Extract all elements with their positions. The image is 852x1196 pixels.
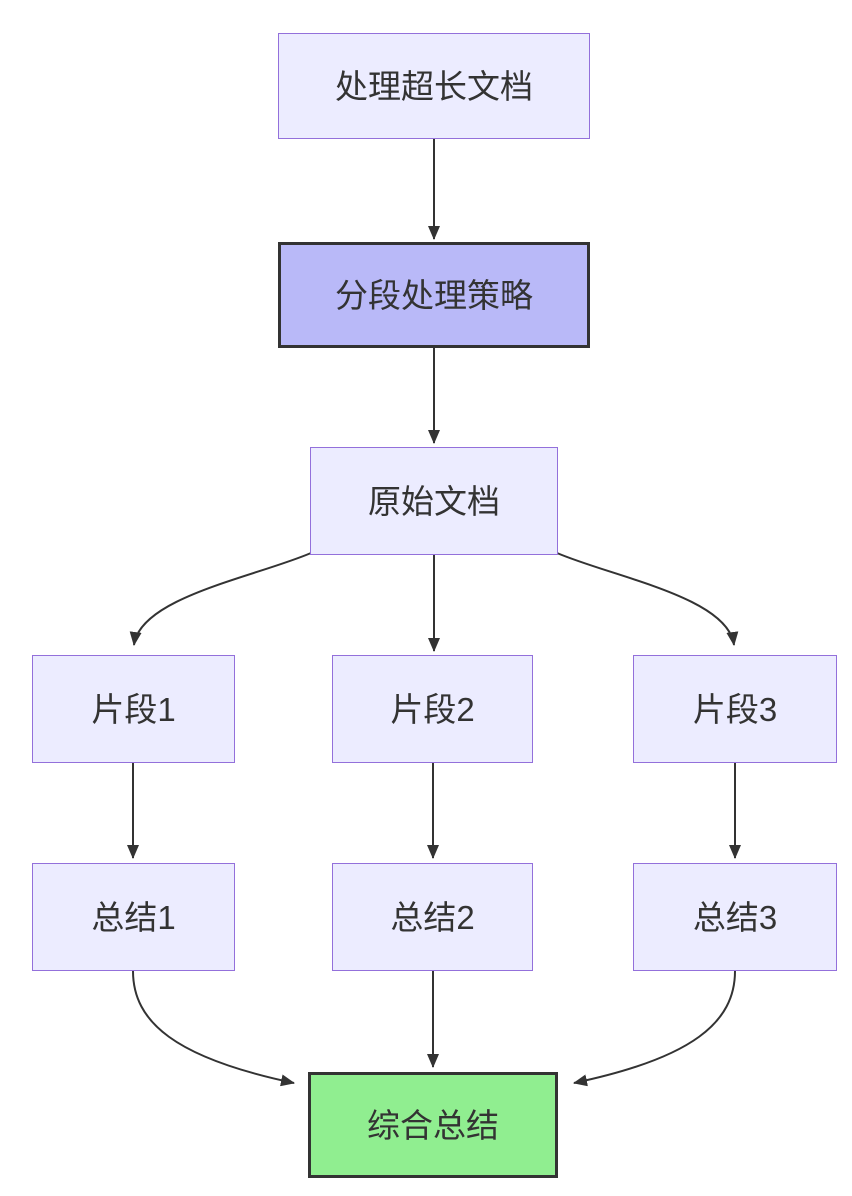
node-label: 片段3 (692, 690, 778, 728)
node-fragment-3: 片段3 (633, 655, 837, 763)
node-label: 处理超长文档 (335, 67, 533, 105)
node-fragment-1: 片段1 (32, 655, 235, 763)
node-fragment-2: 片段2 (332, 655, 533, 763)
node-segmentation-strategy: 分段处理策略 (278, 242, 590, 348)
node-summary-3: 总结3 (633, 863, 837, 971)
node-label: 总结2 (390, 898, 475, 936)
node-summary-2: 总结2 (332, 863, 533, 971)
node-label: 总结1 (91, 898, 176, 936)
node-label: 片段1 (91, 690, 176, 728)
edge-e3-f (573, 970, 736, 1087)
edge-c-d3 (556, 552, 739, 646)
node-label: 原始文档 (368, 482, 500, 520)
node-process-long-doc: 处理超长文档 (278, 33, 590, 139)
node-label: 分段处理策略 (335, 276, 533, 314)
node-label: 综合总结 (367, 1106, 499, 1144)
node-label: 片段2 (390, 690, 475, 728)
node-combined-summary: 综合总结 (308, 1072, 558, 1178)
node-original-doc: 原始文档 (310, 447, 558, 555)
node-label: 总结3 (692, 898, 778, 936)
edge-e1-f (132, 970, 295, 1087)
edge-c-d1 (129, 552, 312, 646)
node-summary-1: 总结1 (32, 863, 235, 971)
